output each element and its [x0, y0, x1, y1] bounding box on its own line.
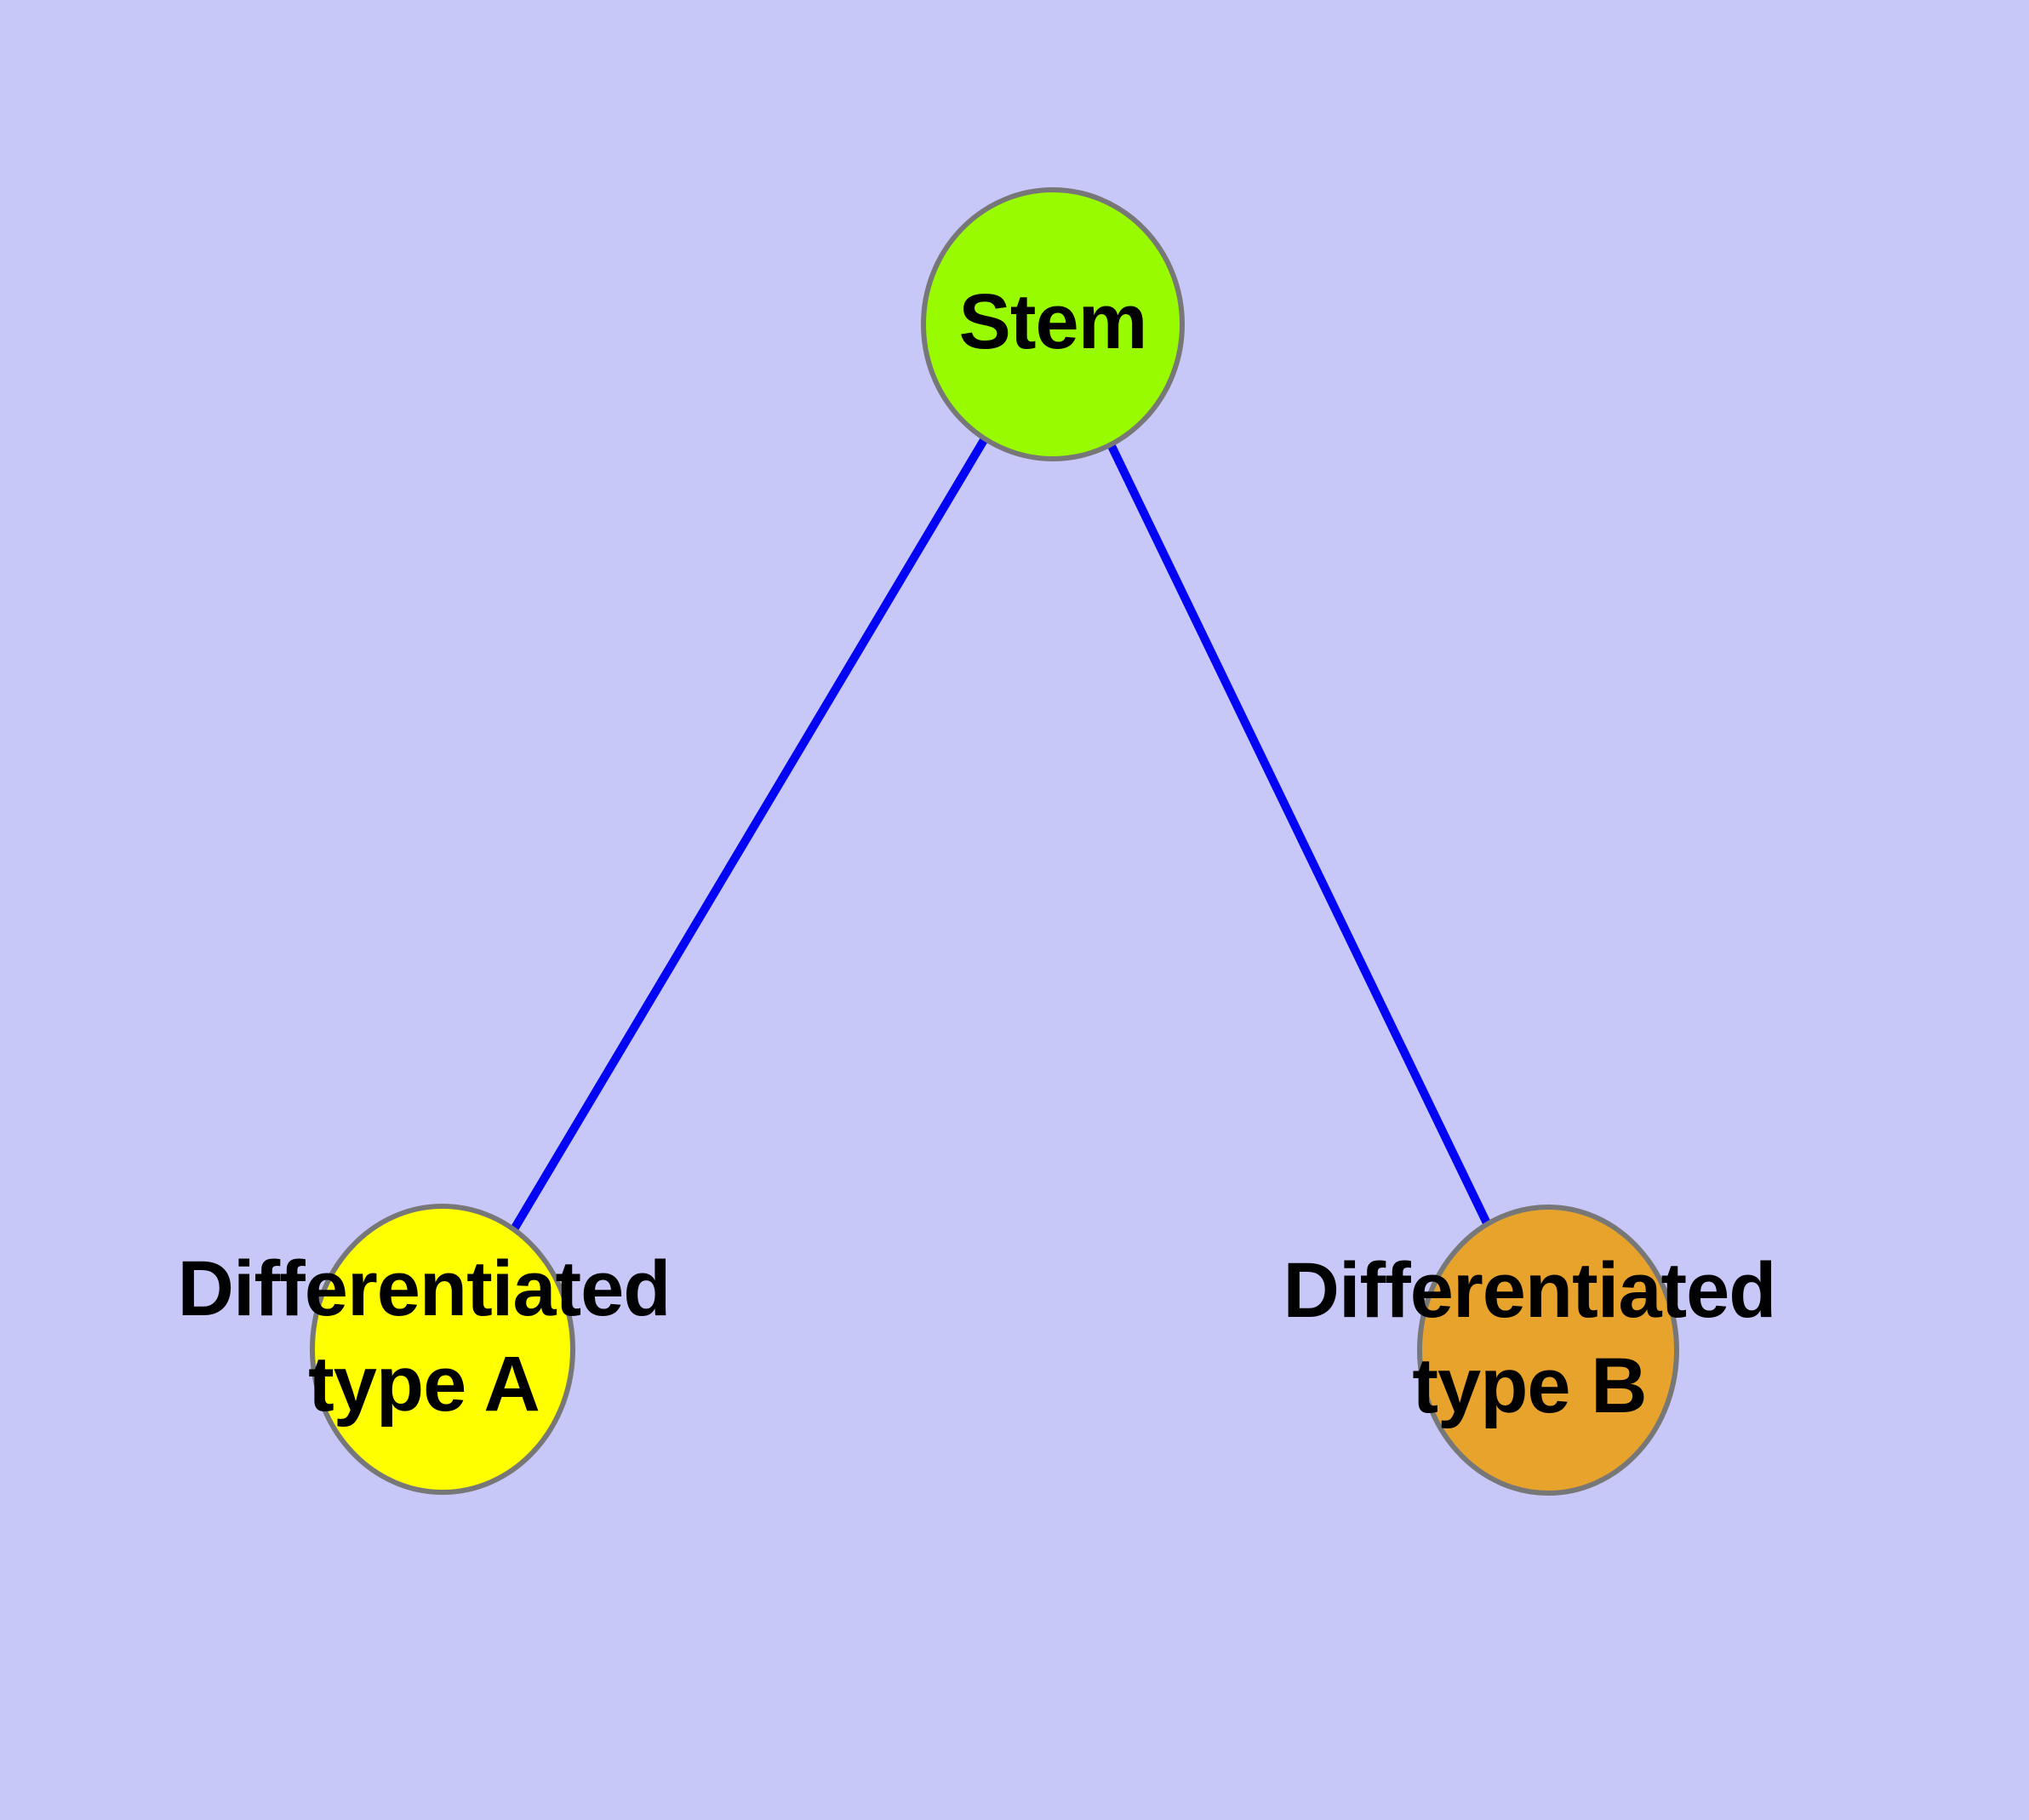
type-a-node-label: Differentiated type A	[177, 1245, 672, 1428]
stem-node-shape	[921, 187, 1185, 461]
type-b-node-shape	[1417, 1205, 1679, 1496]
type-b-node-label: Differentiated type B	[1283, 1247, 1777, 1429]
edge-stem-to-type-a	[438, 320, 1057, 1354]
edge-stem-to-type-b	[1049, 320, 1552, 1354]
stem-node-label: Stem	[958, 278, 1148, 365]
type-a-node-shape	[310, 1204, 575, 1495]
